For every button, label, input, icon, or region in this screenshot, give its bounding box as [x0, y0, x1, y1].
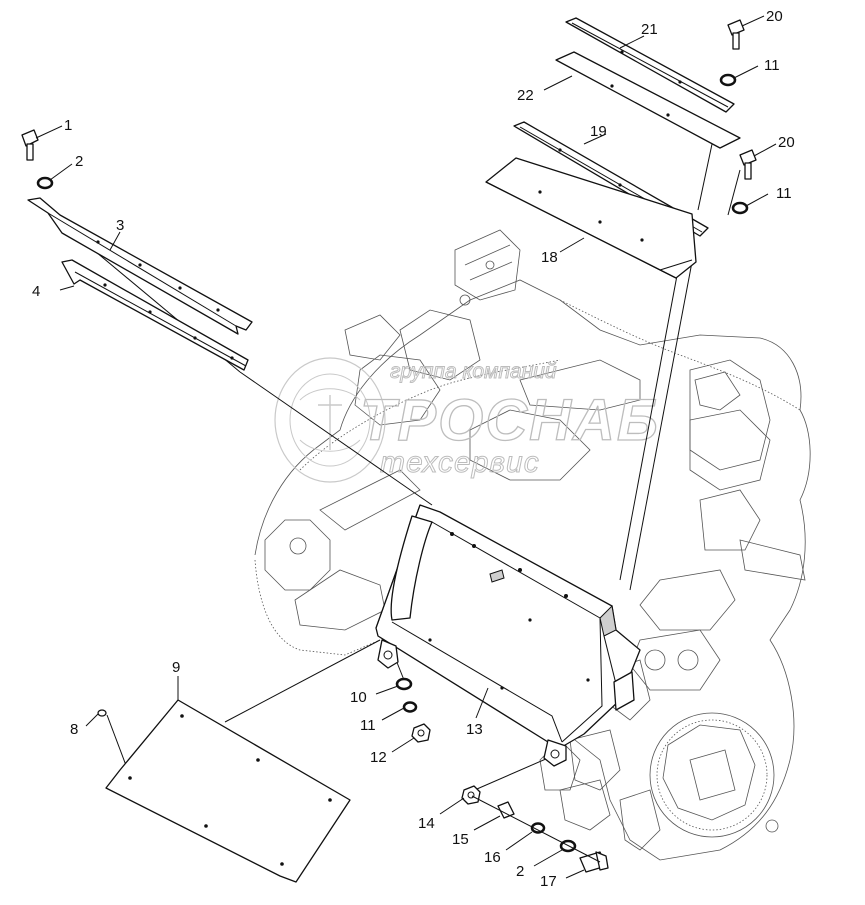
guide-lines: [59, 129, 741, 793]
nut-part-12: [411, 723, 431, 743]
callout-18: 18: [541, 249, 558, 266]
callout-21: 21: [641, 21, 658, 38]
callout-14: 14: [418, 815, 435, 832]
callout-2-upper: 2: [75, 153, 83, 170]
bolt-part-17: [579, 851, 609, 873]
callout-13: 13: [466, 721, 483, 738]
bolt-part-20-upper: [727, 19, 745, 50]
washer-part-11-lower: [402, 701, 418, 713]
watermark-line3: техсервис: [380, 446, 540, 479]
watermark-line1: группа компаний: [390, 360, 557, 383]
clamp-part-15: [497, 801, 515, 819]
callout-15: 15: [452, 831, 469, 848]
washer-part-2-upper: [36, 176, 54, 190]
seal-strip-part-21: [565, 17, 735, 113]
cover-plate-part-9: [105, 699, 351, 883]
seal-strip-part-4: [61, 259, 249, 371]
bolt-part-20-lower: [739, 149, 757, 180]
callout-19: 19: [590, 123, 607, 140]
leader-lines: [35, 15, 777, 879]
callout-20-upper: 20: [766, 8, 783, 25]
washer-part-10: [395, 677, 413, 691]
callout-2-lower: 2: [516, 863, 524, 880]
callout-8: 8: [70, 721, 78, 738]
callout-20-lower: 20: [778, 134, 795, 151]
washer-part-11-middle: [731, 201, 749, 215]
callout-11-middle: 11: [776, 185, 792, 202]
watermark: группа компаний ТРОСНАБ техсервис: [274, 357, 660, 483]
bolt-part-1: [21, 129, 39, 161]
seal-strip-part-3: [27, 197, 253, 335]
callout-11-upper: 11: [764, 57, 780, 74]
watermark-line2: ТРОСНАБ: [360, 388, 660, 453]
callout-3: 3: [116, 217, 124, 234]
callout-12: 12: [370, 749, 387, 766]
washer-part-11-upper: [719, 73, 737, 87]
callout-16: 16: [484, 849, 501, 866]
callout-11-lower: 11: [360, 717, 376, 734]
callout-17: 17: [540, 873, 557, 890]
callout-9: 9: [172, 659, 180, 676]
callout-labels: 1 2 3 4 21 22 19 18 20 11 20 11 9 8 10 1…: [32, 8, 795, 890]
flywheel-housing: [649, 712, 779, 838]
nut-part-14: [461, 785, 481, 805]
engine-block-outline: [254, 229, 811, 861]
seal-plate-part-22: [555, 51, 741, 149]
callout-1: 1: [64, 117, 72, 134]
callout-22: 22: [517, 87, 534, 104]
washer-part-16: [530, 822, 546, 834]
callout-10: 10: [350, 689, 367, 706]
screw-part-8: [97, 709, 107, 717]
seal-plate-part-18: [485, 157, 697, 279]
callout-4: 4: [32, 283, 40, 300]
housing-part-13: [375, 504, 641, 767]
